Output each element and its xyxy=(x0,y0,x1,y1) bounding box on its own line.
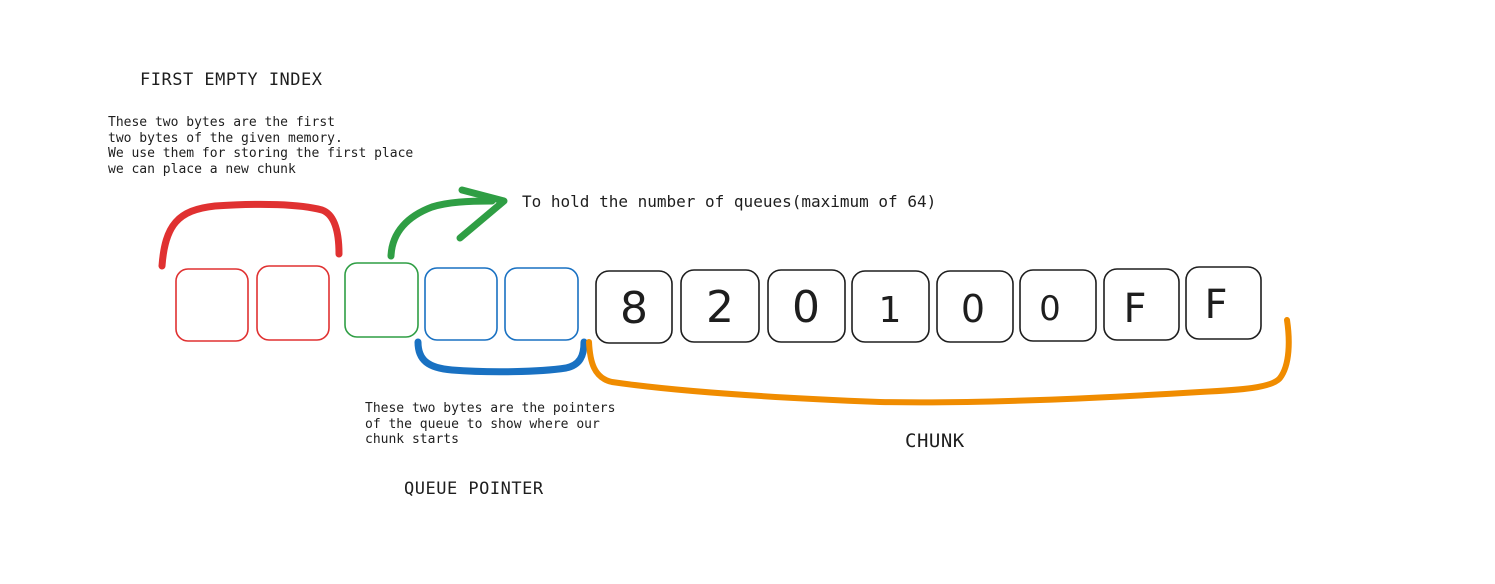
chunk-bytes: 8 2 0 1 0 0 F F xyxy=(595,266,1262,344)
chunk-byte-box-3 xyxy=(767,269,846,343)
first-empty-bracket xyxy=(158,200,343,270)
chunk-byte-value-6: 0 xyxy=(1039,289,1061,329)
first-empty-line-4: we can place a new chunk xyxy=(108,161,296,177)
queue-pointer-bracket xyxy=(414,338,588,376)
chunk-byte-value-5: 0 xyxy=(961,287,985,331)
chunk-byte-box-6 xyxy=(1019,269,1097,342)
chunk-byte-value-8: F xyxy=(1204,282,1227,328)
chunk-byte-value-7: F xyxy=(1123,286,1146,332)
chunk-byte-box-4 xyxy=(851,270,930,343)
queue-pointer-byte-2 xyxy=(504,267,579,341)
queue-count-byte xyxy=(344,262,419,338)
queue-pointer-line-3: chunk starts xyxy=(365,432,459,447)
first-empty-line-3: We use them for storing the first place xyxy=(108,146,414,161)
first-empty-line-1: These two bytes are the first xyxy=(108,115,335,130)
chunk-title: CHUNK xyxy=(905,430,965,452)
chunk-byte-value-3: 0 xyxy=(792,282,820,333)
queue-pointer-byte-1 xyxy=(424,267,498,341)
queue-pointer-line-1: These two bytes are the pointers xyxy=(365,401,616,416)
chunk-byte-box-7 xyxy=(1103,268,1180,341)
chunk-byte-box-8 xyxy=(1185,266,1262,340)
chunk-byte-box-2 xyxy=(680,269,760,343)
first-empty-byte-2 xyxy=(256,265,330,341)
queue-count-arrowhead xyxy=(456,186,508,242)
chunk-byte-box-5 xyxy=(936,270,1014,343)
queue-pointer-line-2: of the queue to show where our xyxy=(365,416,600,432)
chunk-byte-box-1 xyxy=(595,270,673,344)
queue-pointer-title: QUEUE POINTER xyxy=(404,479,544,499)
queue-count-arrow xyxy=(387,197,496,260)
queue-count-note: To hold the number of queues(maximum of … xyxy=(522,192,937,211)
chunk-brace xyxy=(586,317,1292,406)
chunk-byte-value-4: 1 xyxy=(879,290,902,331)
first-empty-index-title: FIRST EMPTY INDEX xyxy=(140,70,323,90)
queue-pointer-description: These two bytes are the pointers of the … xyxy=(365,401,615,448)
chunk-byte-value-1: 8 xyxy=(620,283,648,334)
first-empty-line-2: two bytes of the given memory. xyxy=(108,130,343,146)
first-empty-byte-1 xyxy=(175,268,249,342)
chunk-byte-value-2: 2 xyxy=(706,282,734,333)
first-empty-index-description: These two bytes are the first two bytes … xyxy=(108,115,413,177)
